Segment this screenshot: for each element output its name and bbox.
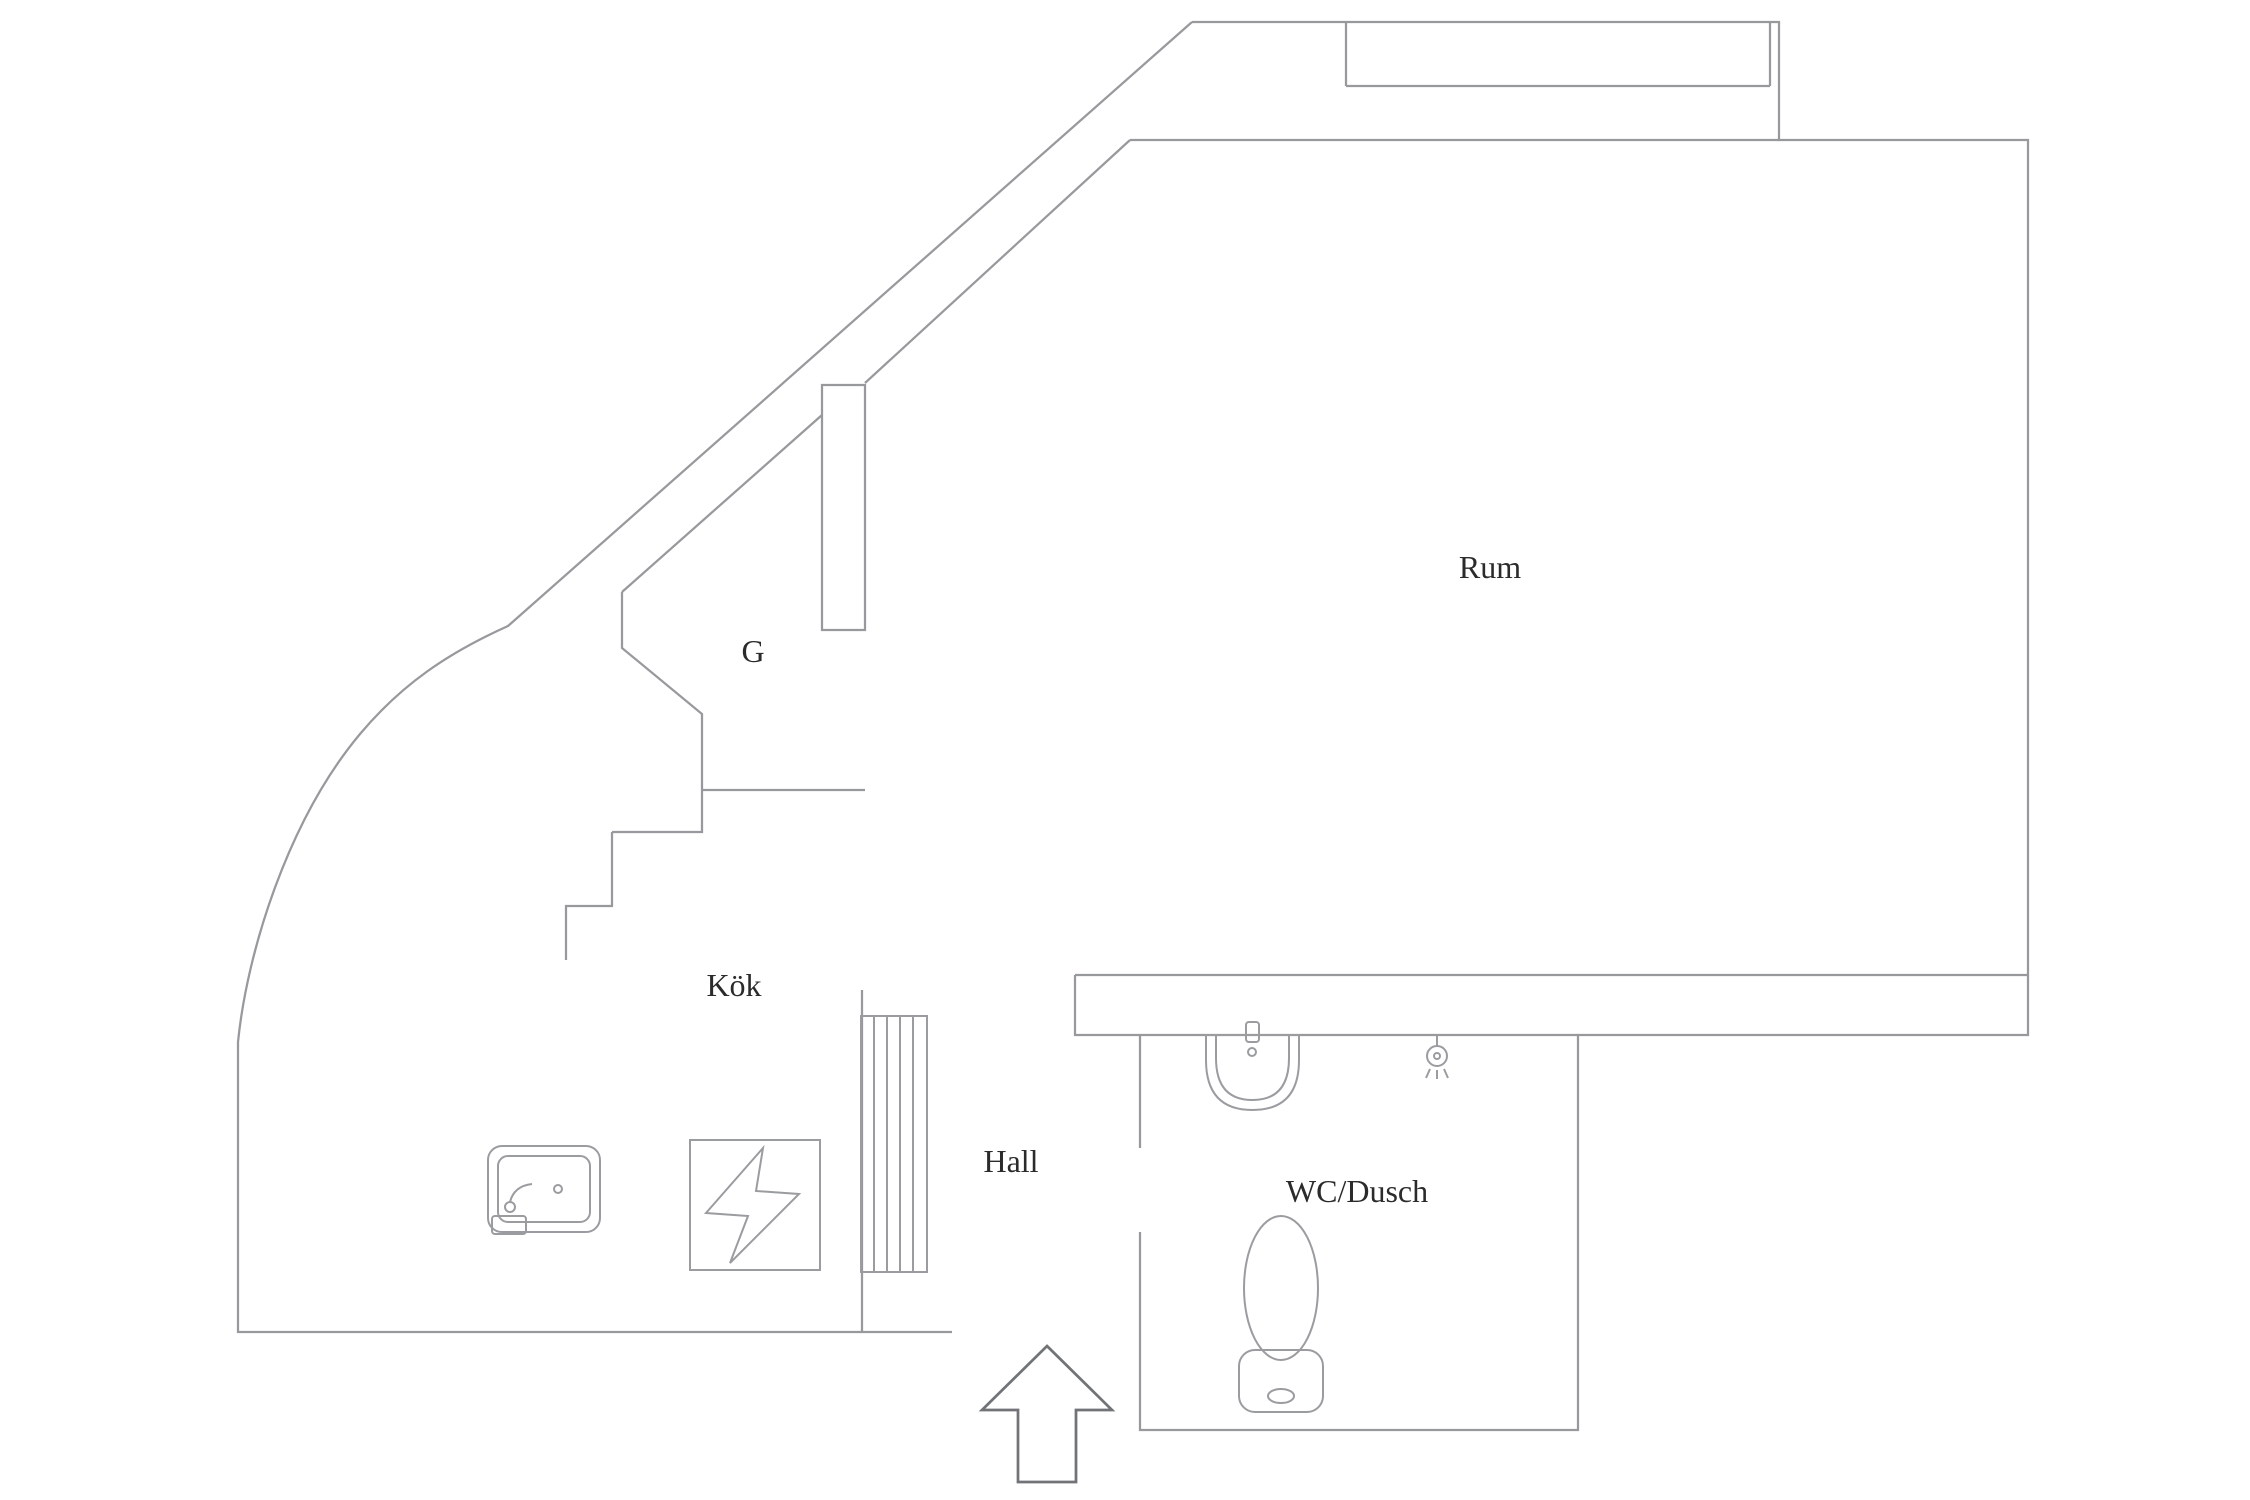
washbasin-icon — [1205, 1021, 1300, 1112]
kitchen-sink-icon — [487, 1145, 601, 1235]
window-icon — [1344, 22, 1772, 88]
closet-stub-wall-path — [820, 383, 867, 632]
g-closet-notch-path — [620, 592, 704, 790]
room-label-rum: Rum — [1459, 549, 1521, 585]
radiator-icon — [860, 1015, 928, 1273]
room-label-hall: Hall — [983, 1143, 1038, 1179]
walls — [236, 20, 2030, 1432]
room-label-garderob: G — [741, 633, 764, 669]
shower-icon — [1425, 1035, 1449, 1079]
fixtures — [487, 1015, 1449, 1413]
stove-icon — [689, 1139, 821, 1271]
room-label-kok: Kök — [706, 967, 761, 1003]
inner-diagonal-wall-path — [864, 139, 1131, 384]
g-closet-diagonal-path — [621, 414, 823, 593]
entrance-arrow-icon — [978, 1344, 1116, 1484]
outer-wall-right-path — [1138, 20, 2030, 1432]
outer-wall-left-path — [236, 21, 1193, 1334]
wc-top-wall-path — [1073, 975, 1578, 1037]
toilet-icon — [1238, 1215, 1324, 1413]
room-label-wc-dusch: WC/Dusch — [1286, 1173, 1428, 1209]
kitchen-left-step-wall-path — [564, 832, 614, 960]
kitchen-top-wall-path — [612, 790, 704, 834]
room-labels: Rum G Kök Hall WC/Dusch — [706, 549, 1521, 1209]
